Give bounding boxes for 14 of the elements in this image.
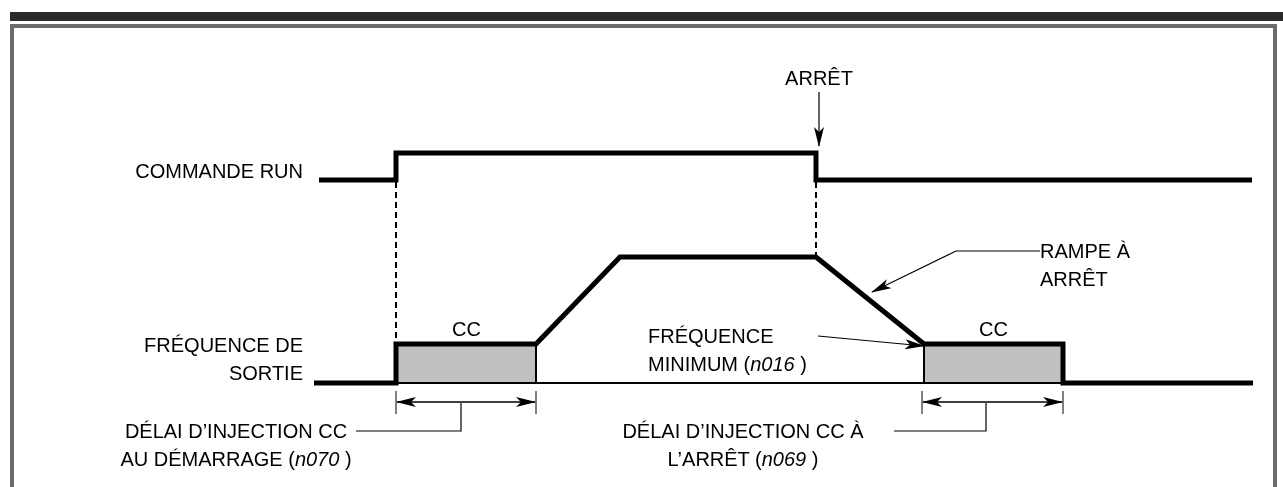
signal-name: FRÉQUENCE DE SORTIE xyxy=(143,333,303,386)
callout-text: RAMPE À ARRÊT xyxy=(1040,237,1170,293)
leader-arrow xyxy=(817,335,925,350)
leader-arrow xyxy=(814,91,824,147)
block-label: CC xyxy=(979,317,1008,342)
signal-name: COMMANDE RUN xyxy=(134,159,303,184)
block-label: CC xyxy=(452,317,481,342)
callout-text: DÉLAI D’INJECTION CC À L’ARRÊT (n069 ) xyxy=(592,417,894,473)
leader-arrow xyxy=(871,250,1041,293)
leader-line xyxy=(355,402,462,432)
callout-text: FRÉQUENCE MINIMUM (n016 ) xyxy=(648,322,818,378)
leader-line xyxy=(893,402,987,432)
callout-text: ARRÊT xyxy=(785,64,853,92)
callout-text: DÉLAI D’INJECTION CC AU DÉMARRAGE (n070 ) xyxy=(116,417,356,473)
